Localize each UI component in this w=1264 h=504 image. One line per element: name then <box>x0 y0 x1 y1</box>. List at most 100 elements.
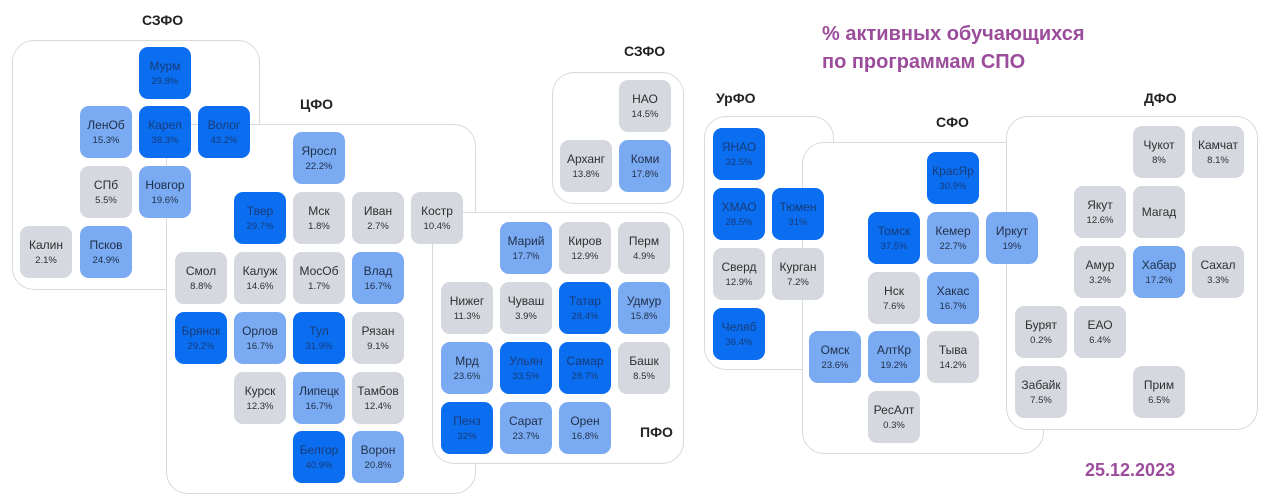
district-label-sfo: СФО <box>936 114 969 130</box>
region-tile-mariy: Марий 17.7% <box>500 222 552 274</box>
region-name: Хакас <box>936 283 970 298</box>
region-name: Рязан <box>361 323 395 338</box>
region-tile-omsk: Омск 23.6% <box>809 331 861 383</box>
region-name: Калуж <box>242 263 278 278</box>
region-tile-bashk: Башк 8.5% <box>618 342 670 394</box>
region-value: 7.5% <box>1030 394 1052 406</box>
region-value: 32% <box>457 430 477 442</box>
region-tile-kamchat: Камчат 8.1% <box>1192 126 1244 178</box>
district-label-cfo: ЦФО <box>300 96 334 112</box>
region-value: 6.4% <box>1089 334 1111 346</box>
region-tile-tatar: Татар 28.4% <box>559 282 611 334</box>
region-value: 17.8% <box>631 168 659 180</box>
region-value: 16.7% <box>246 340 274 352</box>
region-tile-magad: Магад <box>1133 186 1185 238</box>
region-tile-kaluzh: Калуж 14.6% <box>234 252 286 304</box>
region-value: 10.4% <box>423 220 451 232</box>
region-tile-yakut: Якут 12.6% <box>1074 186 1126 238</box>
region-value: 8.8% <box>190 280 212 292</box>
region-value: 12.9% <box>571 250 599 262</box>
region-name: Омск <box>820 342 850 357</box>
region-value: 12.6% <box>1086 214 1114 226</box>
region-name: Тюмен <box>779 199 817 214</box>
region-name: Хабар <box>1141 257 1177 272</box>
region-name: Влад <box>363 263 393 278</box>
region-value: 11.3% <box>453 310 481 322</box>
region-value: 29.7% <box>246 220 274 232</box>
region-name: Псков <box>89 237 123 252</box>
region-value: 19% <box>1002 240 1022 252</box>
region-value: 33.5% <box>512 370 540 382</box>
region-tile-sahal: Сахал 3.3% <box>1192 246 1244 298</box>
region-tile-nao: НАО 14.5% <box>619 80 671 132</box>
region-name: Мрд <box>455 353 479 368</box>
region-tile-nsk: Нск 7.6% <box>868 272 920 324</box>
region-name: ХМАО <box>721 199 757 214</box>
region-value: 0.3% <box>883 419 905 431</box>
region-name: Самар <box>566 353 604 368</box>
region-name: РесАлт <box>873 402 915 417</box>
region-value: 16.7% <box>364 280 392 292</box>
region-name: Тул <box>309 323 329 338</box>
region-name: Удмур <box>626 293 662 308</box>
region-name: Твер <box>246 203 274 218</box>
district-label-dfo: ДФО <box>1144 90 1177 106</box>
region-tile-belgor: Белгор 40.9% <box>293 431 345 483</box>
region-tile-nizheg: Нижег 11.3% <box>441 282 493 334</box>
region-value: 28.7% <box>571 370 599 382</box>
region-value: 30.9% <box>939 180 967 192</box>
region-name: Сверд <box>721 259 757 274</box>
region-tile-tyumen: Тюмен 31% <box>772 188 824 240</box>
region-tile-ryazan: Рязан 9.1% <box>352 312 404 364</box>
region-name: Киров <box>568 233 602 248</box>
region-value: 9.1% <box>367 340 389 352</box>
region-tile-prim: Прим 6.5% <box>1133 366 1185 418</box>
region-value: 14.2% <box>939 359 967 371</box>
region-name: Арханг <box>566 151 606 166</box>
region-name: Сарат <box>508 413 544 428</box>
region-name: Мск <box>308 203 330 218</box>
region-tile-penz: Пенз 32% <box>441 402 493 454</box>
region-tile-komi: Коми 17.8% <box>619 140 671 192</box>
region-tile-mrd: Мрд 23.6% <box>441 342 493 394</box>
region-tile-tomsk: Томск 37.5% <box>868 212 920 264</box>
region-tile-ulyan: Ульян 33.5% <box>500 342 552 394</box>
region-tile-sarat: Сарат 23.7% <box>500 402 552 454</box>
region-tile-altkr: АлтКр 19.2% <box>868 331 920 383</box>
region-name: Коми <box>630 151 660 166</box>
region-value: 16.7% <box>305 400 333 412</box>
region-name: Костр <box>421 203 453 218</box>
region-name: Курган <box>779 259 817 274</box>
region-value: 15.3% <box>92 134 120 146</box>
region-tile-tver: Твер 29.7% <box>234 192 286 244</box>
region-name: МосОб <box>299 263 339 278</box>
region-tile-sverd: Сверд 12.9% <box>713 248 765 300</box>
region-tile-tul: Тул 31.9% <box>293 312 345 364</box>
region-name: Забайк <box>1021 377 1061 392</box>
region-name: СПб <box>93 177 119 192</box>
region-name: Иркут <box>995 223 1029 238</box>
district-label-szfo-east: СЗФО <box>624 43 666 59</box>
region-value: 7.2% <box>787 276 809 288</box>
region-tile-perm: Перм 4.9% <box>618 222 670 274</box>
region-value: 37.5% <box>880 240 908 252</box>
region-value: 17.7% <box>512 250 540 262</box>
region-name: Новгор <box>145 177 185 192</box>
region-name: Амур <box>1085 257 1115 272</box>
region-tile-kursk: Курск 12.3% <box>234 372 286 424</box>
region-tile-krasyar: КрасЯр 30.9% <box>927 152 979 204</box>
region-tile-zabaik: Забайк 7.5% <box>1015 366 1067 418</box>
district-label-szfo-west: СЗФО <box>142 12 184 28</box>
region-value: 36.4% <box>725 336 753 348</box>
region-tile-tambov: Тамбов 12.4% <box>352 372 404 424</box>
region-name: Волог <box>207 117 241 132</box>
region-tile-spb: СПб 5.5% <box>80 166 132 218</box>
region-tile-bryansk: Брянск 29.2% <box>175 312 227 364</box>
report-date: 25.12.2023 <box>1085 460 1176 480</box>
region-tile-yarosl: Яросл 22.2% <box>293 132 345 184</box>
region-value: 20.8% <box>364 459 392 471</box>
region-value: 14.5% <box>631 108 659 120</box>
region-value: 28.4% <box>571 310 599 322</box>
region-value: 40.9% <box>305 459 333 471</box>
region-value: 23.6% <box>821 359 849 371</box>
